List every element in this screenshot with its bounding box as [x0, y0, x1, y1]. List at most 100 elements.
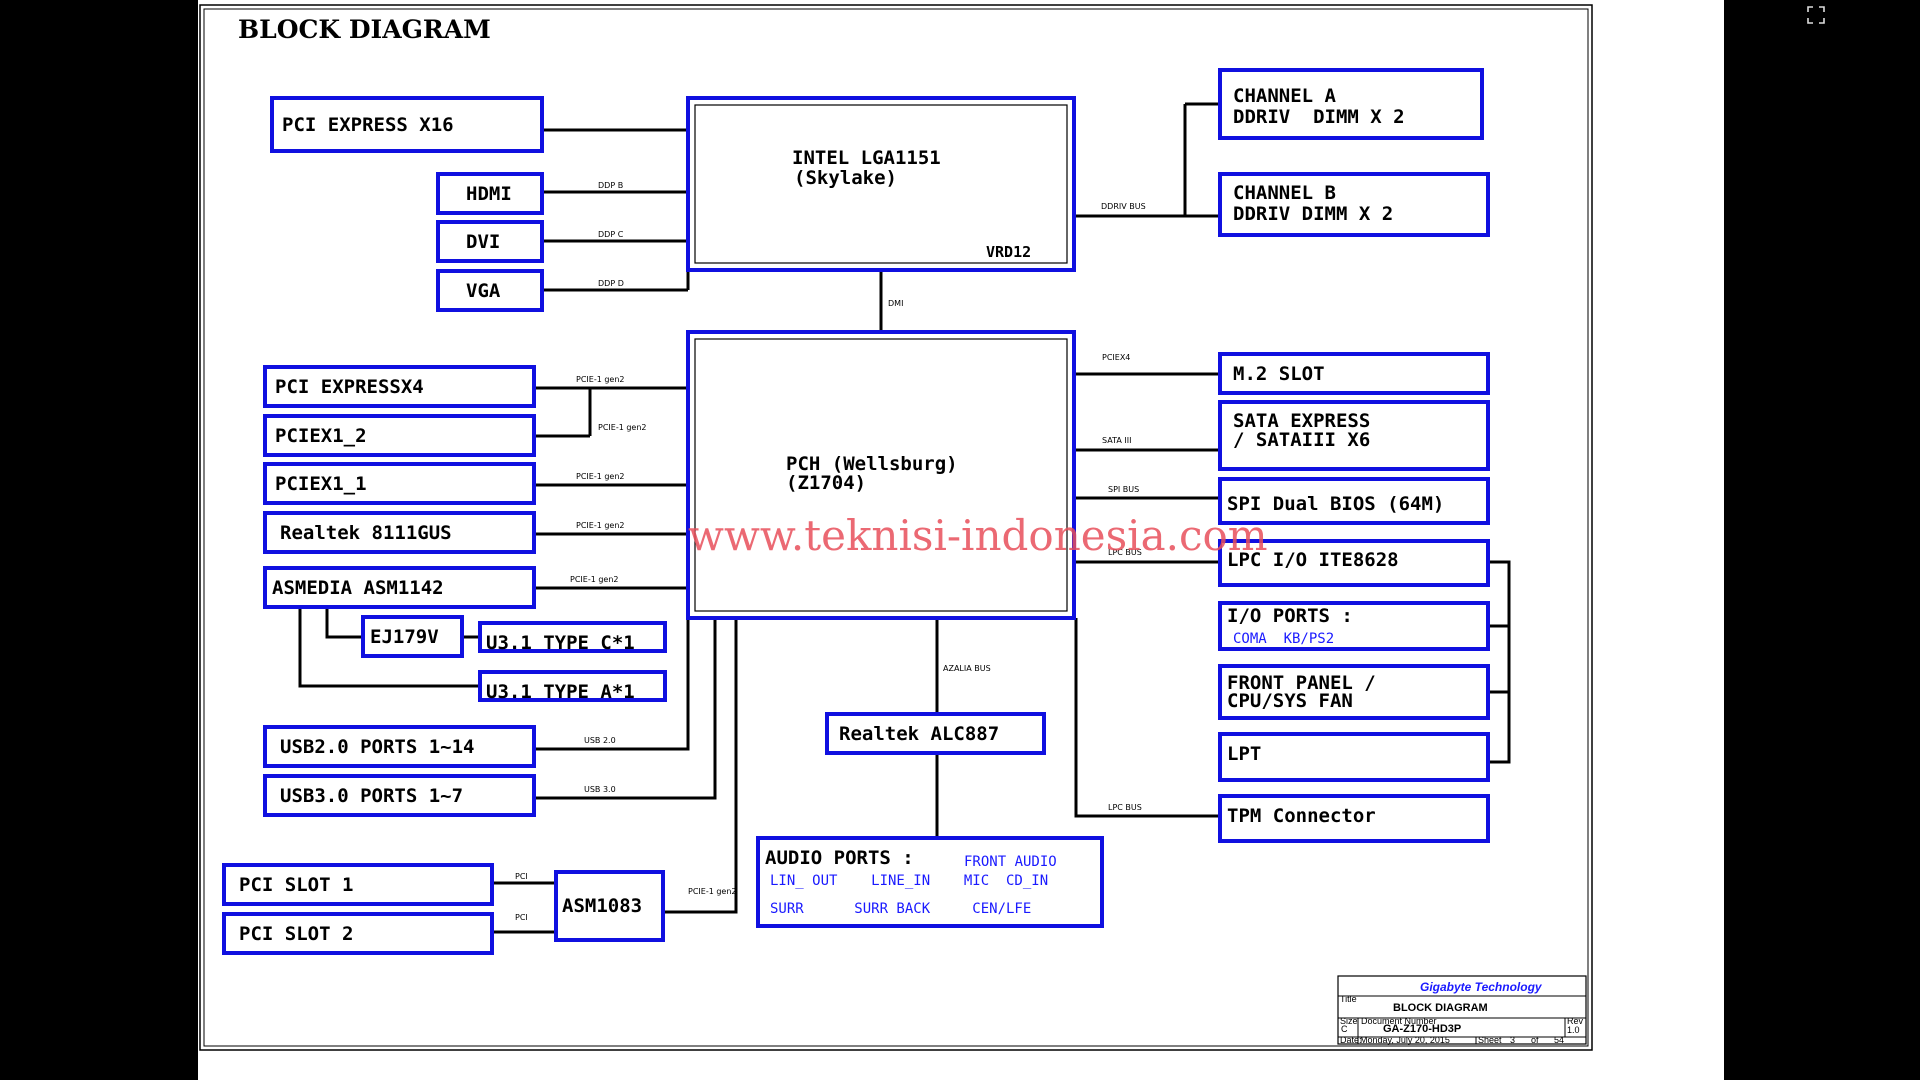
bus-label-pcie-x4: PCIE-1 gen2 [576, 375, 625, 384]
block-pciex1-1[interactable]: PCIEX1_1 [263, 462, 536, 505]
bus-label-pci-1: PCI [515, 872, 528, 881]
diagram-title: BLOCK DIAGRAM [238, 15, 491, 44]
block-lpc-io[interactable]: LPC I/O ITE8628 [1218, 539, 1490, 587]
audio-ports-label: AUDIO PORTS : [765, 847, 914, 869]
block-hdmi[interactable]: HDMI [436, 172, 544, 215]
block-realtek-alc887[interactable]: Realtek ALC887 [825, 712, 1046, 755]
title-block: Gigabyte Technology Title BLOCK DIAGRAM … [1337, 975, 1587, 1045]
block-realtek-8111gus[interactable]: Realtek 8111GUS [263, 511, 536, 554]
block-io-ports[interactable]: I/O PORTS : COMA KB/PS2 [1218, 601, 1490, 651]
block-dvi[interactable]: DVI [436, 220, 544, 263]
block-label: U3.1 TYPE A*1 [486, 681, 635, 703]
block-usb20-ports[interactable]: USB2.0 PORTS 1~14 [263, 725, 536, 768]
tb-doc-label: Document Number [1361, 1016, 1437, 1026]
pch-code: (Z1704) [786, 472, 866, 494]
block-label: PCI SLOT 1 [239, 874, 353, 896]
block-label: USB3.0 PORTS 1~7 [280, 785, 463, 807]
block-channel-a[interactable]: CHANNEL A DDRIV DIMM X 2 [1218, 68, 1484, 140]
bus-label-pciex1-1: PCIE-1 gen2 [576, 472, 625, 481]
block-label: U3.1 TYPE C*1 [486, 632, 635, 654]
block-label: HDMI [466, 183, 512, 205]
bus-label-spi: SPI BUS [1108, 485, 1139, 494]
audio-row-1: LIN_ OUT LINE_IN MIC CD_IN [770, 873, 1048, 889]
block-diagram: BLOCK DIAGRAM [199, 4, 1593, 1051]
tb-date: Monday, July 20, 2015 [1360, 1035, 1450, 1045]
page-border [199, 4, 1593, 1051]
tb-title: BLOCK DIAGRAM [1393, 1002, 1488, 1014]
block-label: PCIEX1_1 [275, 473, 367, 495]
block-label-2: DDRIV DIMM X 2 [1233, 106, 1405, 128]
block-pciex1-2[interactable]: PCIEX1_2 [263, 414, 536, 457]
block-label: SPI Dual BIOS (64M) [1227, 493, 1444, 515]
tb-sheet: 3 [1510, 1035, 1515, 1045]
bus-label-asm1083: PCIE-1 gen2 [688, 887, 737, 896]
page-inner-border [203, 8, 1589, 1047]
block-channel-b[interactable]: CHANNEL B DDRIV DIMM X 2 [1218, 172, 1490, 237]
block-ej179v[interactable]: EJ179V [361, 615, 464, 658]
bus-label-dmi: DMI [888, 299, 903, 308]
block-u31-type-c[interactable]: U3.1 TYPE C*1 [478, 621, 667, 654]
block-u31-type-a[interactable]: U3.1 TYPE A*1 [478, 670, 667, 703]
bus-label-ddriv: DDRIV BUS [1101, 202, 1146, 211]
block-label: PCI SLOT 2 [239, 923, 353, 945]
block-pci-express-x16[interactable]: PCI EXPRESS X16 [270, 96, 544, 153]
io-ports-sub: COMA KB/PS2 [1233, 631, 1334, 647]
bus-label-azalia: AZALIA BUS [943, 664, 991, 673]
block-label: TPM Connector [1227, 805, 1376, 827]
bus-label-sata: SATA III [1102, 436, 1131, 445]
tb-sheet-label: Sheet [1478, 1035, 1502, 1045]
block-front-panel[interactable]: FRONT PANEL / CPU/SYS FAN [1218, 664, 1490, 720]
block-label: SATA EXPRESS [1233, 410, 1370, 432]
bus-label-ddp-d: DDP D [598, 279, 624, 288]
block-pci-slot-2[interactable]: PCI SLOT 2 [222, 912, 494, 955]
bus-label-usb20: USB 2.0 [584, 736, 616, 745]
block-label: DVI [466, 231, 500, 253]
tb-of-label: of [1531, 1035, 1539, 1045]
block-pci-expressx4[interactable]: PCI EXPRESSX4 [263, 365, 536, 408]
block-label-2: / SATAIII X6 [1233, 429, 1370, 451]
block-sata-express[interactable]: SATA EXPRESS / SATAIII X6 [1218, 400, 1490, 471]
tb-company: Gigabyte Technology [1420, 980, 1543, 994]
block-asm1083[interactable]: ASM1083 [554, 870, 665, 942]
pch-name: PCH (Wellsburg) [786, 453, 958, 475]
block-label: FRONT PANEL / [1227, 672, 1376, 694]
bus-label-lpc-1: LPC BUS [1108, 548, 1142, 557]
pch-block[interactable]: PCH (Wellsburg) (Z1704) [686, 330, 1076, 620]
bus-label-asmedia: PCIE-1 gen2 [570, 575, 619, 584]
bus-label-pciex4: PCIEX4 [1102, 353, 1130, 362]
cpu-block[interactable]: INTEL LGA1151 (Skylake) VRD12 [686, 96, 1076, 272]
block-pci-slot-1[interactable]: PCI SLOT 1 [222, 863, 494, 906]
tb-size-label: Size [1340, 1016, 1358, 1026]
audio-front-label: FRONT AUDIO [964, 854, 1057, 870]
tb-title-label: Title [1340, 994, 1357, 1004]
expand-icon[interactable] [1805, 4, 1827, 26]
bus-label-pci-2: PCI [515, 913, 528, 922]
cpu-name: INTEL LGA1151 [792, 147, 941, 169]
block-label-2: DDRIV DIMM X 2 [1233, 203, 1393, 225]
tb-rev-label: Rev [1567, 1016, 1584, 1026]
block-label: PCI EXPRESSX4 [275, 376, 424, 398]
block-label: M.2 SLOT [1233, 363, 1325, 385]
cpu-codename: (Skylake) [794, 167, 897, 189]
block-vga[interactable]: VGA [436, 269, 544, 312]
tb-doc: GA-Z170-HD3P [1383, 1023, 1461, 1035]
bus-label-lpc-2: LPC BUS [1108, 803, 1142, 812]
block-asmedia-asm1142[interactable]: ASMEDIA ASM1142 [263, 566, 536, 609]
wires [298, 102, 1511, 934]
bus-label-ddp-b: DDP B [598, 181, 623, 190]
bus-label-realtek: PCIE-1 gen2 [576, 521, 625, 530]
block-label: VGA [466, 280, 501, 302]
block-audio-ports[interactable]: AUDIO PORTS : FRONT AUDIO LIN_ OUT LINE_… [756, 836, 1104, 928]
block-label: PCI EXPRESS X16 [282, 114, 454, 136]
block-label: LPC I/O ITE8628 [1227, 549, 1399, 571]
block-m2-slot[interactable]: M.2 SLOT [1218, 352, 1490, 395]
audio-row-2: SURR SURR BACK CEN/LFE [770, 901, 1031, 917]
block-tpm-connector[interactable]: TPM Connector [1218, 794, 1490, 843]
block-lpt[interactable]: LPT [1218, 732, 1490, 782]
block-usb30-ports[interactable]: USB3.0 PORTS 1~7 [263, 774, 536, 817]
tb-size: C [1341, 1024, 1348, 1034]
block-label: CHANNEL B [1233, 182, 1336, 204]
block-spi-dual-bios[interactable]: SPI Dual BIOS (64M) [1218, 477, 1490, 525]
block-label: I/O PORTS : [1227, 605, 1353, 627]
